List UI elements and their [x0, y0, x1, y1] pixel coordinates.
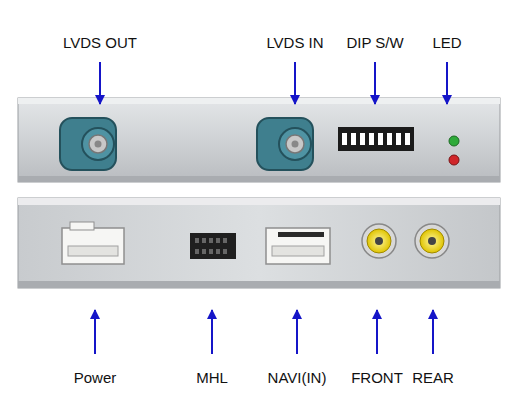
port-label: LVDS OUT: [63, 34, 137, 52]
bottom-panel: [18, 198, 500, 288]
port-label: REAR: [412, 369, 454, 387]
leader-arrows: [95, 62, 447, 354]
port-label: MHL: [196, 369, 228, 387]
port-label: FRONT: [351, 369, 403, 387]
port-label: LVDS IN: [266, 34, 323, 52]
top-panel: [18, 98, 500, 182]
port-label: DIP S/W: [346, 34, 403, 52]
port-label: Power: [74, 369, 117, 387]
port-label: NAVI(IN): [268, 369, 327, 387]
port-label: LED: [432, 34, 461, 52]
